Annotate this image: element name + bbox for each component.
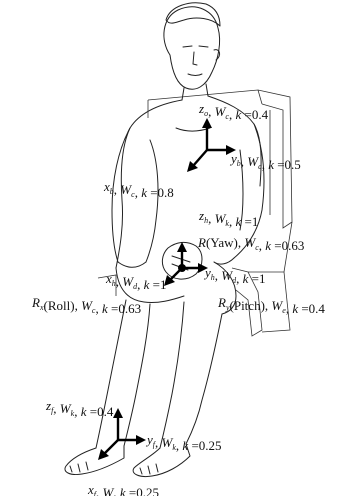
torso-axes — [187, 118, 236, 172]
label-foot-y: yf, Wk, k =0.25 — [145, 432, 222, 453]
label-yaw: R(Yaw), Wc, k =0.63 — [197, 235, 304, 253]
label-foot-x: xf, W, k =0.25 — [87, 482, 159, 496]
label-torso-z: zo, Wc, k =0.4 — [198, 101, 269, 122]
label-roll: Rx(Roll), Wc, k =0.63 — [31, 295, 141, 316]
label-foot-z: zf, Wk, k =0.4 — [45, 398, 114, 419]
label-hip-x: xh, Wd, k =1 — [105, 271, 167, 292]
axis-labels: zo, Wc, k =0.4 yb, Wc, k =0.5 xb, Wc, k =0… — [31, 101, 325, 496]
label-torso-y: yb, Wc, k =0.5 — [229, 151, 301, 172]
label-pitch: Ry(Pitch), We, k =0.4 — [217, 295, 325, 316]
label-torso-x: xb, Wc, k =0.8 — [103, 179, 174, 200]
label-hip-z: zh, Wk, k =1 — [198, 208, 258, 229]
label-hip-y: yh, Wd, k =1 — [203, 265, 266, 286]
